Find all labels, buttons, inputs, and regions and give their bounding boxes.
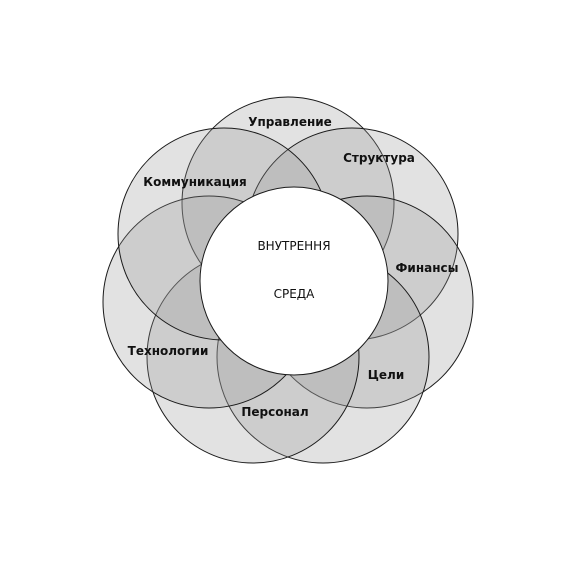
label-tekhnologii: Технологии xyxy=(128,344,209,358)
center-label-line1: ВНУТРЕННЯ xyxy=(257,239,330,253)
label-upravlenie: Управление xyxy=(248,115,332,129)
center-label-line2: СРЕДА xyxy=(274,287,316,301)
center-circle xyxy=(199,186,389,376)
label-tseli: Цели xyxy=(368,368,404,382)
label-struktura: Структура xyxy=(343,151,415,165)
label-kommunikatsiya: Коммуникация xyxy=(143,175,246,189)
label-finansy: Финансы xyxy=(396,261,459,275)
label-personal: Персонал xyxy=(241,405,308,419)
